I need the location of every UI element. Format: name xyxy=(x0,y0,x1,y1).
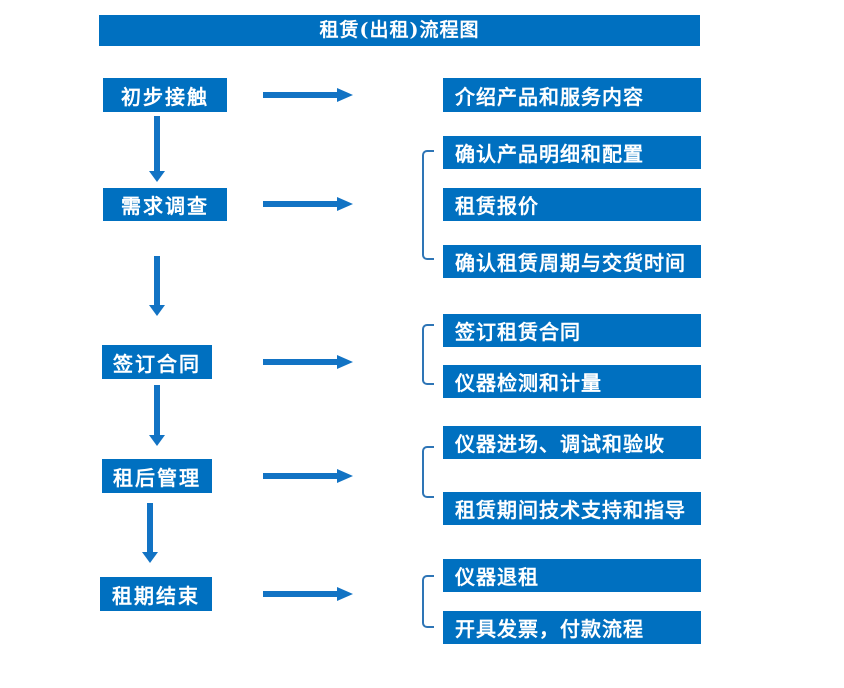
arrow-head xyxy=(149,435,165,446)
output-introduce-products-services: 介绍产品和服务内容 xyxy=(443,78,701,112)
output-confirm-product-details: 确认产品明细和配置 xyxy=(443,136,701,169)
arrow-body xyxy=(154,116,160,171)
right-arrow-icon xyxy=(263,88,353,102)
arrow-body xyxy=(154,256,160,305)
arrow-head xyxy=(337,197,353,211)
down-arrow-icon xyxy=(149,385,165,446)
stage-box-sign-contract: 签订合同 xyxy=(102,345,212,379)
right-arrow-icon xyxy=(263,197,353,211)
group-bracket xyxy=(422,446,434,498)
right-arrow-icon xyxy=(263,355,353,369)
arrow-body xyxy=(263,359,337,365)
arrow-body xyxy=(263,201,337,207)
down-arrow-icon xyxy=(149,116,165,182)
arrow-body xyxy=(154,385,160,435)
group-bracket xyxy=(422,150,434,260)
flowchart-title: 租赁(出租)流程图 xyxy=(99,15,700,46)
arrow-head xyxy=(337,88,353,102)
arrow-head xyxy=(337,355,353,369)
group-bracket xyxy=(422,575,434,628)
right-arrow-icon xyxy=(263,587,353,601)
arrow-body xyxy=(147,503,153,552)
arrow-head xyxy=(337,587,353,601)
arrow-head xyxy=(337,469,353,483)
right-arrow-icon xyxy=(263,469,353,483)
output-instrument-return: 仪器退租 xyxy=(443,559,701,592)
stage-box-post-rental-management: 租后管理 xyxy=(102,459,212,493)
output-rental-quotation: 租赁报价 xyxy=(443,188,701,221)
output-sign-rental-contract: 签订租赁合同 xyxy=(443,314,701,347)
arrow-body xyxy=(263,92,337,98)
down-arrow-icon xyxy=(149,256,165,316)
arrow-head xyxy=(142,552,158,563)
arrow-body xyxy=(263,591,337,597)
group-bracket xyxy=(422,324,434,385)
output-technical-support-guidance: 租赁期间技术支持和指导 xyxy=(443,492,701,525)
output-invoice-payment-process: 开具发票，付款流程 xyxy=(443,611,701,644)
output-instrument-installation-acceptance: 仪器进场、调试和验收 xyxy=(443,426,701,459)
stage-box-rental-end: 租期结束 xyxy=(100,577,212,611)
arrow-body xyxy=(263,473,337,479)
arrow-head xyxy=(149,305,165,316)
down-arrow-icon xyxy=(142,503,158,563)
stage-box-initial-contact: 初步接触 xyxy=(103,78,227,112)
output-instrument-testing-metering: 仪器检测和计量 xyxy=(443,365,701,398)
stage-box-demand-survey: 需求调查 xyxy=(103,188,227,221)
arrow-head xyxy=(149,171,165,182)
output-confirm-rental-period-delivery: 确认租赁周期与交货时间 xyxy=(443,245,701,278)
